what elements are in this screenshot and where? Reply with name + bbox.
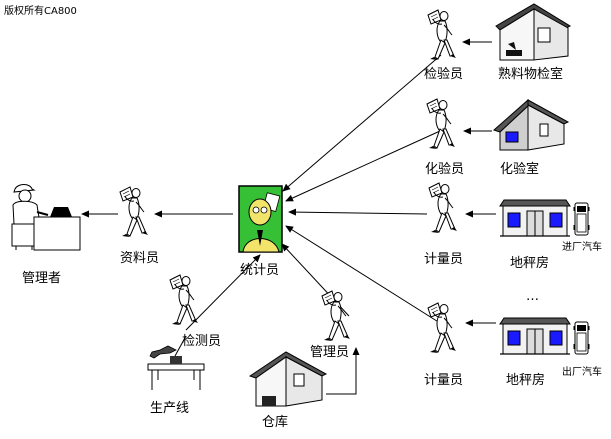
manager-at-desk-icon [11, 184, 81, 251]
truck-out-label: 出厂汽车 [562, 365, 602, 378]
chem-tester-label: 化验员 [425, 161, 464, 177]
data-clerk-label: 资料员 [120, 251, 159, 266]
weigher-out-icon [427, 302, 457, 354]
inspector-label: 检验员 [424, 66, 463, 82]
production-line-label: 生产线 [150, 401, 189, 416]
link-line-to-inspector [174, 335, 187, 357]
scale-house-out-icon [499, 317, 571, 355]
truck-out-icon [573, 321, 590, 355]
arrow-weigher-in-to-statistician [288, 208, 428, 216]
arrow-inspector-to-statistician [282, 54, 442, 192]
scale-house-in-label: 地秤房 [510, 255, 549, 271]
warehouse-keeper-label: 管理员 [310, 345, 349, 360]
watermark: 版权所有CA800 [4, 4, 77, 17]
chem-lab-label: 化验室 [500, 161, 539, 177]
line-inspector-icon [169, 274, 199, 326]
conveyor-line-icon [147, 345, 205, 390]
warehouse-keeper-icon [321, 290, 351, 342]
arrow-line-inspector-to-statistician [185, 254, 261, 331]
weigher-in-label: 计量员 [424, 252, 463, 267]
line-inspector-label: 检测员 [182, 334, 221, 349]
manager-label: 管理者 [22, 271, 61, 286]
inspector-icon [427, 9, 457, 61]
data-clerk-icon [119, 186, 149, 238]
chem-lab-house-icon [493, 98, 570, 151]
arrow-weigher-out-to-statistician [285, 225, 441, 324]
cooked-lab-label: 熟料物检室 [498, 66, 563, 82]
statistician-portrait-icon [238, 185, 283, 253]
cooked-lab-house-icon [495, 3, 572, 61]
arrow-chemtester-to-statistician [285, 130, 441, 202]
weigher-out-label: 计量员 [424, 373, 463, 388]
warehouse-house-icon [248, 351, 328, 407]
statistician-label: 统计员 [240, 263, 279, 278]
scale-house-in-icon [499, 199, 571, 237]
truck-in-icon [573, 202, 590, 236]
chem-tester-icon [426, 98, 456, 150]
truck-in-label: 进厂汽车 [562, 240, 602, 253]
ellipsis: … [526, 289, 539, 304]
warehouse-label: 仓库 [262, 414, 288, 430]
weigher-in-icon [428, 182, 458, 234]
connectors [81, 38, 496, 395]
scale-house-out-label: 地秤房 [506, 372, 545, 388]
arrow-warehouse-to-keeper [326, 347, 360, 395]
